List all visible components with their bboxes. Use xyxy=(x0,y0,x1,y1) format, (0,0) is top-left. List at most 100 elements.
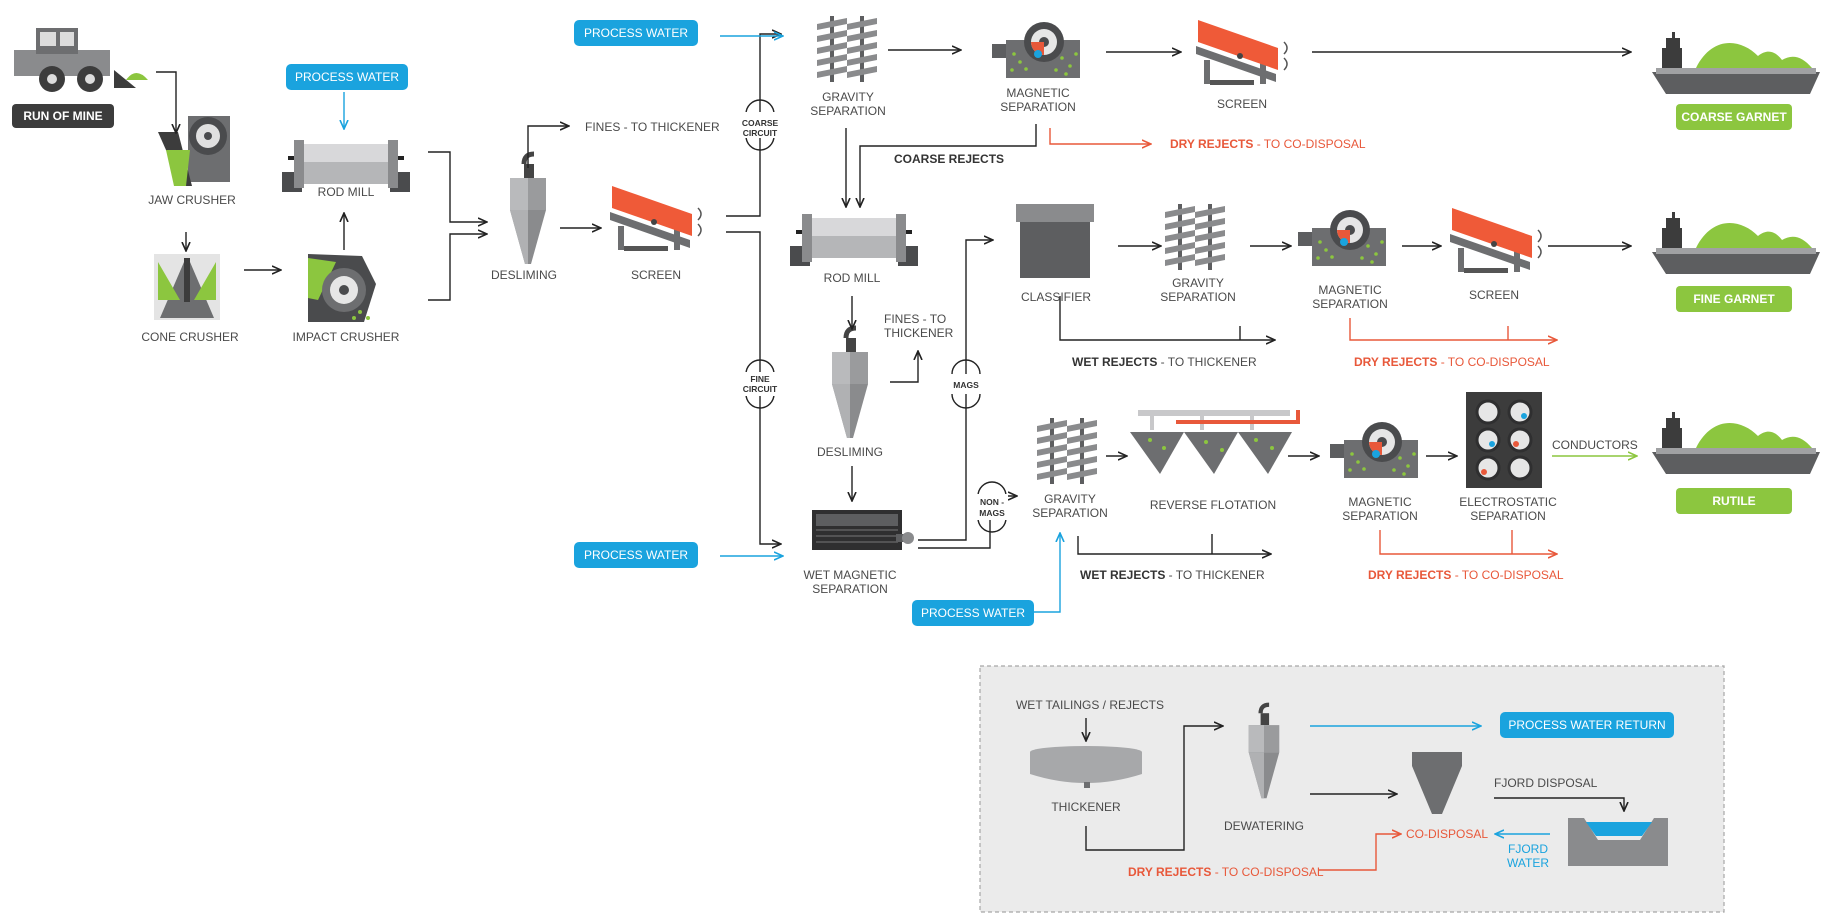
impact-crusher-icon xyxy=(308,254,376,322)
dry-rejects-label: DRY REJECTS - TO CO-DISPOSAL xyxy=(1170,137,1366,151)
reverse-flotation-label: REVERSE FLOTATION xyxy=(1150,498,1276,512)
gravity-spirals-icon xyxy=(1165,204,1225,270)
fjord-icon xyxy=(1568,818,1668,866)
wet-rejects-label: WET REJECTS - TO THICKENER xyxy=(1072,355,1257,369)
coarse-circuit-label: CIRCUIT xyxy=(743,128,778,138)
process-water-return-pill: PROCESS WATER RETURN xyxy=(1500,712,1674,738)
run-of-mine-label: RUN OF MINE xyxy=(23,109,102,123)
magnetic-separation-label: SEPARATION xyxy=(1342,509,1418,523)
rod-mill-icon xyxy=(790,214,918,266)
dry-rejects-label: DRY REJECTS - TO CO-DISPOSAL xyxy=(1354,355,1550,369)
magnetic-separation-label: MAGNETIC xyxy=(1348,495,1412,509)
screen-icon xyxy=(1449,207,1542,274)
fine-circuit-label: CIRCUIT xyxy=(743,384,778,394)
fine-circuit-marker: FINE CIRCUIT xyxy=(743,359,778,409)
screen-label: SCREEN xyxy=(631,268,681,282)
magnetic-separator-icon xyxy=(1330,422,1418,478)
non-mags-label: MAGS xyxy=(979,508,1005,518)
non-mags-marker: NON - MAGS xyxy=(976,481,1008,533)
magnetic-separator-icon xyxy=(1298,210,1386,266)
magnetic-separation-label: MAGNETIC xyxy=(1006,86,1070,100)
fines-to-thickener-label: FINES - TO THICKENER xyxy=(585,120,720,134)
gravity-spirals-icon xyxy=(1037,418,1097,484)
run-of-mine-pill: RUN OF MINE xyxy=(12,104,114,128)
rutile-pill: RUTILE xyxy=(1676,488,1792,514)
coarse-rejects-label: COARSE REJECTS xyxy=(894,152,1004,166)
coarse-circuit-label: COARSE xyxy=(742,118,779,128)
loader-icon xyxy=(14,28,148,92)
gravity-separation-label: GRAVITY xyxy=(822,90,874,104)
fine-garnet-pill: FINE GARNET xyxy=(1676,286,1792,312)
co-disposal-hopper-icon xyxy=(1412,752,1462,814)
flow-lines xyxy=(156,34,1636,871)
process-water-return-label: PROCESS WATER RETURN xyxy=(1508,718,1665,732)
thickener-icon xyxy=(1030,746,1142,788)
process-water-pill: PROCESS WATER xyxy=(574,20,698,46)
rutile-label: RUTILE xyxy=(1712,494,1755,508)
tailings-panel xyxy=(979,665,1725,913)
coarse-garnet-label: COARSE GARNET xyxy=(1681,110,1787,124)
dewatering-label: DEWATERING xyxy=(1224,819,1304,833)
wet-magnetic-separation-label: SEPARATION xyxy=(812,582,888,596)
mags-marker: MAGS xyxy=(950,359,982,409)
desliming-label: DESLIMING xyxy=(817,445,883,459)
gravity-separation-label: GRAVITY xyxy=(1172,276,1224,290)
electrostatic-separator-icon xyxy=(1466,392,1542,488)
wet-magnetic-separation-label: WET MAGNETIC xyxy=(803,568,896,582)
gravity-separation-label: SEPARATION xyxy=(810,104,886,118)
cone-crusher-label: CONE CRUSHER xyxy=(141,330,239,344)
electrostatic-separation-label: ELECTROSTATIC xyxy=(1459,495,1557,509)
gravity-spirals-icon xyxy=(817,16,877,82)
coarse-garnet-pill: COARSE GARNET xyxy=(1676,104,1792,130)
conductors-label: CONDUCTORS xyxy=(1552,438,1638,452)
magnetic-separator-icon xyxy=(992,22,1080,78)
jaw-crusher-icon xyxy=(158,116,230,186)
fjord-water-label: WATER xyxy=(1507,856,1549,870)
coarse-circuit-marker: COARSE CIRCUIT xyxy=(742,99,779,151)
ship-icon xyxy=(1652,32,1820,94)
magnetic-separation-label: SEPARATION xyxy=(1312,297,1388,311)
mags-label: MAGS xyxy=(953,380,979,390)
electrostatic-separation-label: SEPARATION xyxy=(1470,509,1546,523)
process-water-label: PROCESS WATER xyxy=(584,26,688,40)
screen-label: SCREEN xyxy=(1469,288,1519,302)
screen-icon xyxy=(1195,19,1288,86)
fine-circuit-label: FINE xyxy=(750,374,770,384)
dry-rejects-label: DRY REJECTS - TO CO-DISPOSAL xyxy=(1128,865,1324,879)
non-mags-label: NON - xyxy=(980,497,1004,507)
desliming-cyclone-icon xyxy=(510,154,546,264)
rod-mill-label: ROD MILL xyxy=(318,185,375,199)
process-water-label: PROCESS WATER xyxy=(584,548,688,562)
wet-rejects-label: WET REJECTS - TO THICKENER xyxy=(1080,568,1265,582)
screen-icon xyxy=(609,185,702,252)
fines-to-thickener-label: FINES - TO xyxy=(884,312,946,326)
desliming-label: DESLIMING xyxy=(491,268,557,282)
fjord-water-label: FJORD xyxy=(1508,842,1548,856)
dry-rejects-label: DRY REJECTS - TO CO-DISPOSAL xyxy=(1368,568,1564,582)
process-water-pill: PROCESS WATER xyxy=(574,542,698,568)
fines-to-thickener-label: THICKENER xyxy=(884,326,954,340)
gravity-separation-label: SEPARATION xyxy=(1032,506,1108,520)
reverse-flotation-icon xyxy=(1130,410,1300,474)
classifier-label: CLASSIFIER xyxy=(1021,290,1091,304)
fjord-disposal-label: FJORD DISPOSAL xyxy=(1494,776,1598,790)
cone-crusher-icon xyxy=(154,254,220,320)
classifier-icon xyxy=(1016,204,1094,278)
ship-icon xyxy=(1652,212,1820,274)
process-water-pill: PROCESS WATER xyxy=(912,600,1034,626)
impact-crusher-label: IMPACT CRUSHER xyxy=(293,330,400,344)
gravity-separation-label: GRAVITY xyxy=(1044,492,1096,506)
screen-label: SCREEN xyxy=(1217,97,1267,111)
wet-magnetic-separator-icon xyxy=(812,510,914,550)
magnetic-separation-label: SEPARATION xyxy=(1000,100,1076,114)
fine-garnet-label: FINE GARNET xyxy=(1693,292,1775,306)
thickener-label: THICKENER xyxy=(1051,800,1121,814)
process-water-pill: PROCESS WATER xyxy=(286,64,408,90)
process-water-label: PROCESS WATER xyxy=(295,70,399,84)
wet-tailings-label: WET TAILINGS / REJECTS xyxy=(1016,698,1164,712)
rod-mill-label: ROD MILL xyxy=(824,271,881,285)
process-water-label: PROCESS WATER xyxy=(921,606,1025,620)
ship-icon xyxy=(1652,412,1820,474)
desliming-cyclone-icon xyxy=(832,328,868,438)
